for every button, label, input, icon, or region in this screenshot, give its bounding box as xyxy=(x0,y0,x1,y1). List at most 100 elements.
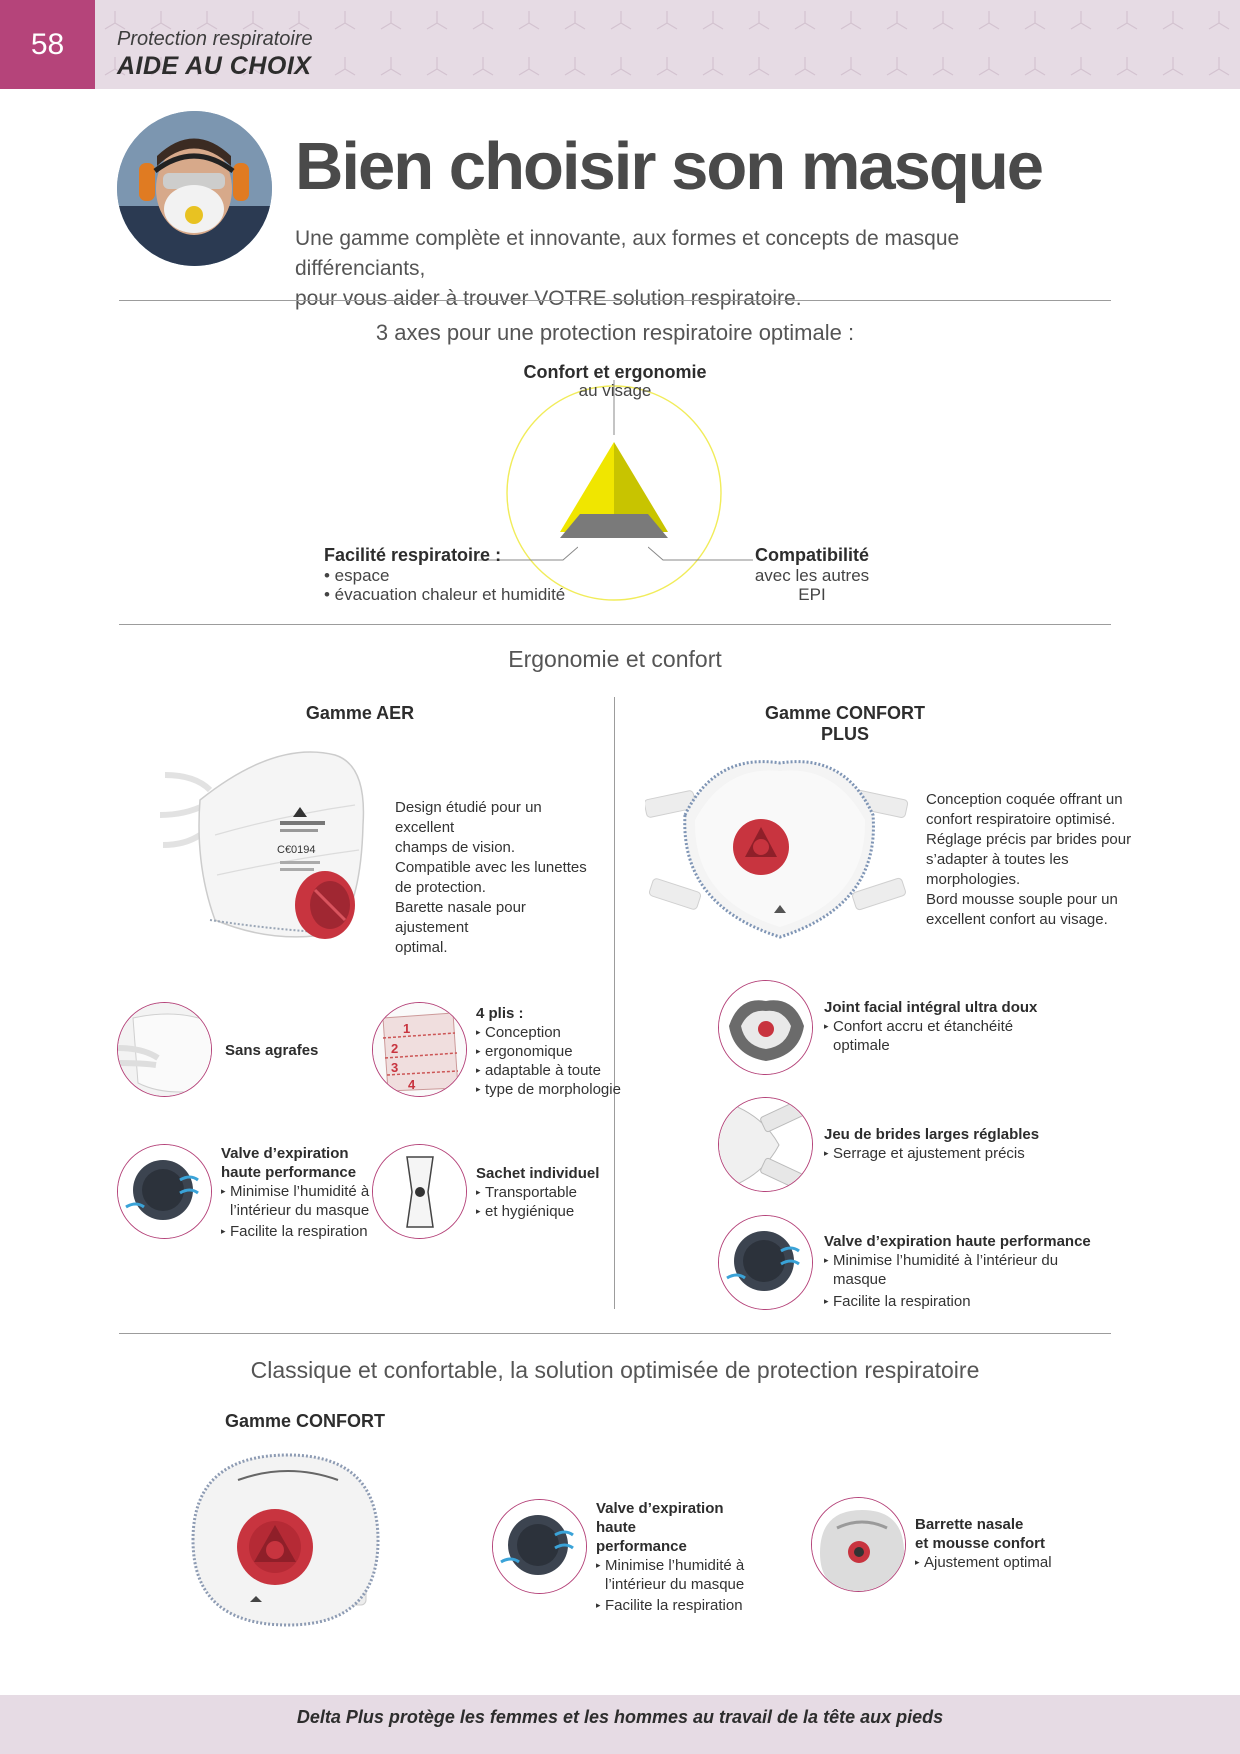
feature-item: Minimise l’humidité à xyxy=(596,1556,766,1575)
aer-desc-line: de protection. xyxy=(395,879,486,896)
feature-title-valve: Valve d’expiration haute xyxy=(596,1500,724,1536)
feature-image-valve xyxy=(492,1499,587,1594)
cp-desc-line: confort respiratoire optimisé. xyxy=(926,811,1116,828)
range-confort-title: Gamme CONFORT xyxy=(225,1411,386,1431)
feature-item: Facilite la respiration xyxy=(596,1596,766,1615)
axis-connector-right xyxy=(648,546,753,561)
feature-item-cont: l’intérieur du masque xyxy=(596,1575,766,1594)
cp-desc-line: s’adapter à toutes les morphologies. xyxy=(926,851,1069,888)
feature-item-cont: optimale xyxy=(824,1036,1114,1055)
confort-plus-mask-image xyxy=(645,760,909,939)
header-pattern xyxy=(0,0,1240,89)
feature-valve-cp: Valve d’expiration haute performance Min… xyxy=(824,1232,1114,1311)
axis-top-head: Confort et ergonomie xyxy=(523,362,707,382)
divider xyxy=(119,624,1111,625)
footer-tagline: Delta Plus protège les femmes et les hom… xyxy=(296,1707,944,1727)
feature-title-valve: Valve d’expiration xyxy=(221,1145,349,1162)
classique-title: Classique et confortable, la solution op… xyxy=(250,1357,980,1383)
aer-desc-line: Design étudié pour un excellent xyxy=(395,799,542,836)
feature-item: Confort accru et étanchéité xyxy=(824,1017,1114,1036)
aer-desc-line: champs de vision. xyxy=(395,839,516,856)
feature-valve-classique: Valve d’expiration haute performance Min… xyxy=(596,1499,766,1615)
feature-list: Serrage et ajustement précis xyxy=(824,1144,1114,1163)
feature-title-sachet: Sachet individuel xyxy=(476,1165,600,1182)
axis-right-head: Compatibilité xyxy=(754,545,869,565)
feature-list: Ajustement optimal xyxy=(915,1553,1095,1572)
feature-item: Minimise l’humidité à l’intérieur du mas… xyxy=(824,1251,1114,1289)
feature-list: Minimise l’humidité à l’intérieur du mas… xyxy=(596,1556,766,1615)
feature-four-folds: 4 plis : Conception ergonomique adaptabl… xyxy=(476,1004,626,1099)
feature-title-valve: haute performance xyxy=(221,1164,357,1181)
feature-sachet: Sachet individuel Transportable et hygié… xyxy=(476,1164,626,1221)
feature-title-four-folds: 4 plis : xyxy=(476,1005,524,1022)
axes-title: 3 axes pour une protection respiratoire … xyxy=(375,320,855,345)
axis-top: Confort et ergonomie au visage xyxy=(440,362,790,401)
section-title: AIDE AU CHOIX xyxy=(117,52,312,80)
triangle-gray xyxy=(560,514,668,538)
cp-desc-line: Conception coquée offrant un xyxy=(926,791,1123,808)
page-title: Bien choisir son masque xyxy=(295,129,1044,204)
triangle-olive xyxy=(614,442,668,532)
fold-number: 4 xyxy=(408,1077,416,1092)
cp-desc-line: Réglage précis par brides pour xyxy=(926,831,1132,848)
axis-left: Facilité respiratoire : • espace • évacu… xyxy=(324,545,565,604)
aer-desc-line: Barette nasale pour ajustement xyxy=(395,899,526,936)
fold-number: 1 xyxy=(403,1021,410,1036)
aer-mask-image: C€0194 xyxy=(159,751,365,939)
feature-item: Ajustement optimal xyxy=(915,1553,1095,1572)
footer-band xyxy=(0,1695,1240,1754)
feature-image-no-staples xyxy=(117,1002,212,1097)
axis-connector-left xyxy=(478,546,578,561)
triangle-yellow xyxy=(560,442,614,532)
feature-title-no-staples: Sans agrafes xyxy=(225,1042,319,1059)
aer-mask-print: C€0194 xyxy=(277,844,316,856)
feature-item: ergonomique xyxy=(476,1042,626,1061)
axis-left-item: • évacuation chaleur et humidité xyxy=(324,585,566,604)
feature-list: Transportable et hygiénique xyxy=(476,1183,626,1221)
header-band xyxy=(0,0,1240,89)
feature-list: Minimise l’humidité à l’intérieur du mas… xyxy=(824,1251,1114,1311)
feature-title-valve: performance xyxy=(596,1538,687,1555)
feature-nose-bar: Barrette nasale et mousse confort Ajuste… xyxy=(915,1515,1095,1572)
feature-item-text: l’intérieur du masque xyxy=(605,1576,745,1593)
feature-title-nose-bar: et mousse confort xyxy=(915,1535,1046,1552)
feature-title-face-seal: Joint facial intégral ultra doux xyxy=(824,999,1038,1016)
feature-item: et hygiénique xyxy=(476,1202,626,1221)
cp-desc-line: Bord mousse souple pour un xyxy=(926,891,1118,908)
feature-item: Facilite la respiration xyxy=(221,1222,381,1241)
axis-left-item: • espace xyxy=(324,566,390,585)
feature-item: adaptable à toute xyxy=(476,1061,626,1080)
feature-item: Conception xyxy=(476,1023,626,1042)
delta-triangle-diagram xyxy=(506,380,722,601)
feature-straps: Jeu de brides larges réglables Serrage e… xyxy=(824,1125,1114,1163)
divider xyxy=(119,1333,1111,1334)
feature-item: Serrage et ajustement précis xyxy=(824,1144,1114,1163)
feature-face-seal: Joint facial intégral ultra doux Confort… xyxy=(824,998,1114,1055)
feature-item-text: l’intérieur du masque xyxy=(230,1202,370,1219)
feature-item: type de morphologie xyxy=(476,1080,626,1099)
feature-list: Confort accru et étanchéité optimale xyxy=(824,1017,1114,1055)
range-confort-plus-title: Gamme CONFORT PLUS xyxy=(764,703,926,744)
feature-list: Conception ergonomique adaptable à toute… xyxy=(476,1023,626,1099)
feature-valve: Valve d’expiration haute performance Min… xyxy=(221,1144,381,1241)
feature-image-four-folds: 1 2 3 4 xyxy=(372,1002,467,1097)
confort-plus-description: Conception coquée offrant un confort res… xyxy=(926,790,1136,930)
divider xyxy=(119,300,1111,301)
range-aer-title: Gamme AER xyxy=(305,703,415,723)
aer-desc-line: optimal. xyxy=(395,939,448,956)
feature-item: Transportable xyxy=(476,1183,626,1202)
feature-title-nose-bar: Barrette nasale xyxy=(915,1516,1024,1533)
feature-item-text: optimale xyxy=(833,1037,890,1054)
axis-left-head: Facilité respiratoire : xyxy=(324,545,502,565)
feature-image-sachet xyxy=(372,1144,467,1239)
fold-number: 2 xyxy=(391,1041,398,1056)
feature-image-face-seal xyxy=(718,980,813,1075)
confort-mask-image xyxy=(191,1453,380,1627)
page-number: 58 xyxy=(0,0,95,89)
feature-list: Minimise l’humidité à l’intérieur du mas… xyxy=(221,1182,381,1241)
cp-desc-line: excellent confort au visage. xyxy=(926,911,1108,928)
intro-line-2: pour vous aider à trouver VOTRE solution… xyxy=(295,287,802,310)
feature-image-valve xyxy=(718,1215,813,1310)
column-divider xyxy=(614,697,615,1309)
feature-title-valve: Valve d’expiration haute performance xyxy=(824,1233,1091,1250)
